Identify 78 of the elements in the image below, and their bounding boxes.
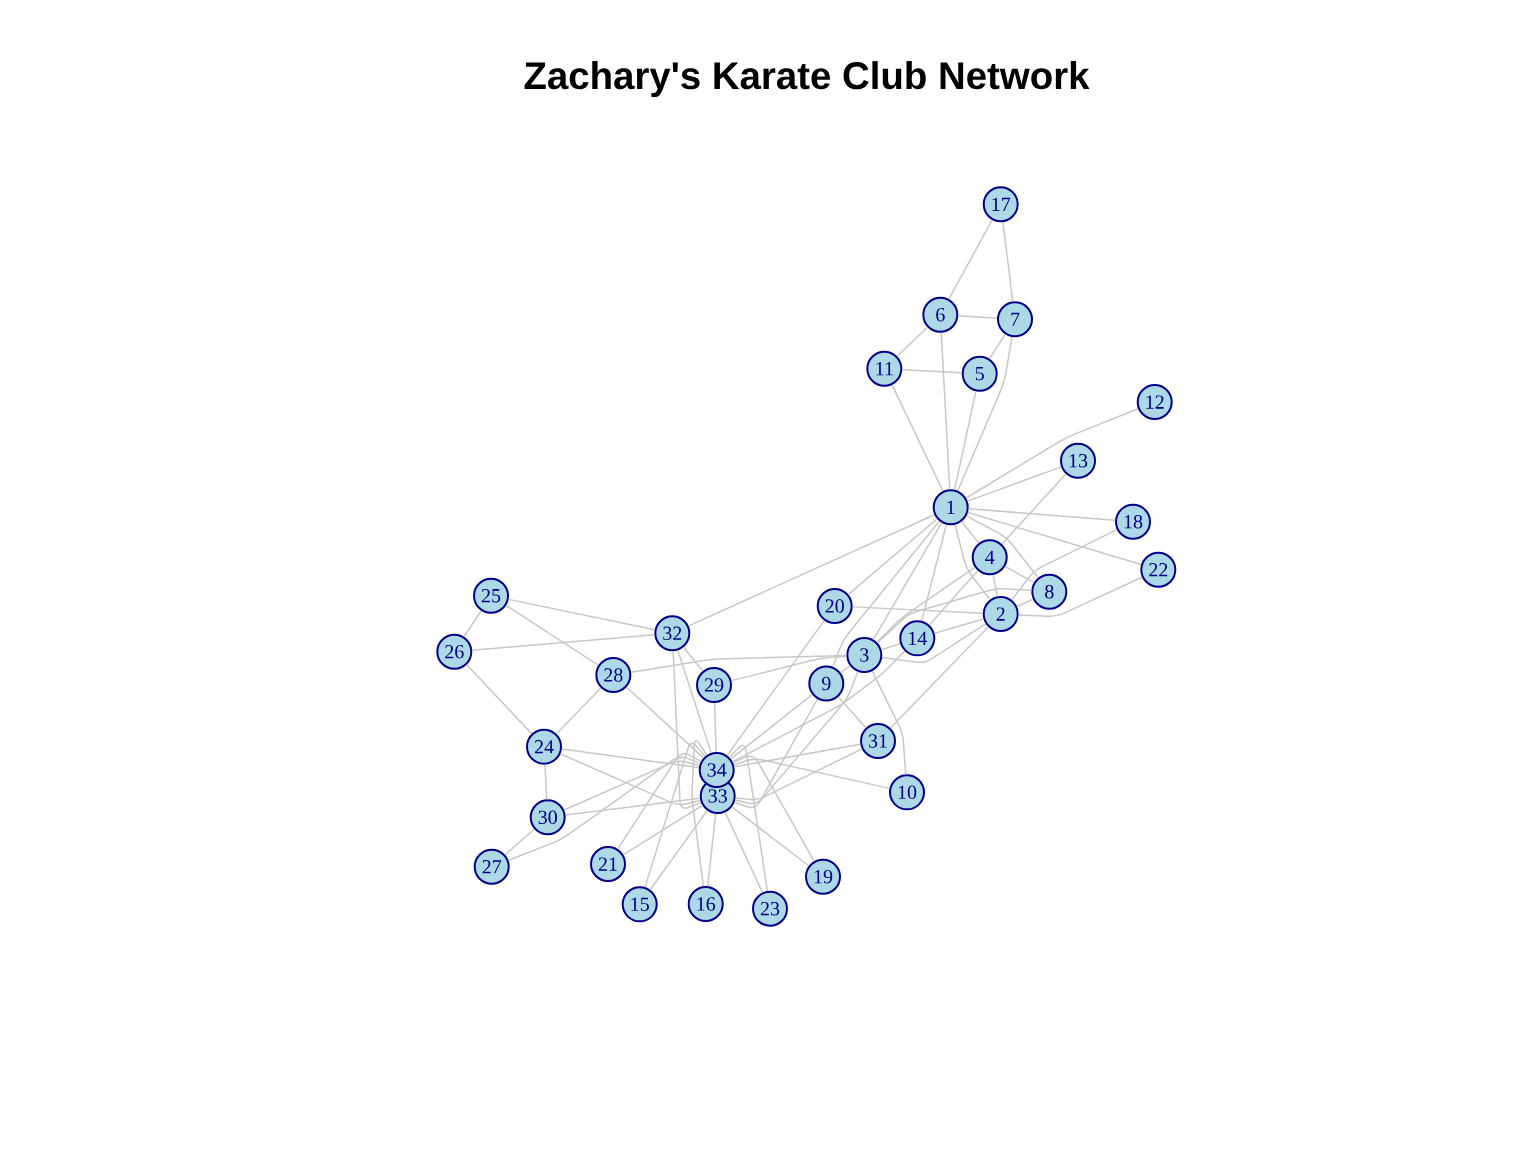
edge-line (876, 588, 1033, 644)
edge-line (948, 219, 993, 300)
edge-line (731, 650, 906, 763)
edge-line (1001, 473, 1067, 545)
edge-line (967, 511, 1142, 566)
edge-line (1017, 576, 1143, 618)
edge-line (672, 650, 702, 809)
edge-line (677, 649, 712, 754)
edge-line (871, 670, 907, 776)
edge-line (957, 315, 998, 319)
edge-line (706, 813, 717, 887)
edge-line (561, 748, 700, 769)
edge-line (953, 390, 977, 491)
edge-line (730, 693, 813, 760)
edge-line (891, 384, 944, 492)
edge-line (563, 760, 701, 811)
edge-line (731, 806, 810, 867)
edge-line (649, 809, 708, 891)
edge-line (734, 748, 863, 801)
edge-line (901, 368, 963, 374)
edge-line (733, 698, 819, 809)
edge-line (1004, 565, 1035, 584)
edge-line (881, 623, 987, 663)
edge-line (630, 654, 848, 673)
edge-line (733, 758, 891, 790)
edge-line (682, 646, 704, 672)
edge-line (966, 466, 1062, 502)
edge-line (896, 326, 929, 357)
edge-line (726, 619, 825, 757)
edge-line (940, 331, 951, 491)
edge-line (471, 634, 656, 651)
edge-line (724, 811, 764, 894)
edge-line (507, 756, 701, 861)
edge-line (687, 514, 936, 627)
edge-line (505, 604, 599, 666)
edge-line (1002, 221, 1014, 303)
edge-line (961, 520, 980, 544)
edge-line (992, 574, 999, 598)
edge-line (564, 797, 701, 816)
edge-line (928, 570, 979, 626)
edge-line (837, 696, 867, 729)
edge-line (713, 702, 717, 753)
edge-line (728, 744, 769, 892)
edge-line (691, 740, 708, 887)
title: Zachary's Karate Club Network (524, 61, 1090, 97)
edge-line (965, 515, 1039, 579)
edge-line (622, 804, 704, 856)
edge-line (544, 763, 548, 801)
edge-line (625, 686, 705, 759)
edge-line (889, 626, 989, 729)
edge-line (1010, 528, 1118, 601)
edge-line (967, 508, 1116, 522)
edge-line (732, 755, 815, 862)
edge-line (880, 642, 901, 651)
edge-line (965, 407, 1139, 499)
edge-line (851, 606, 984, 614)
edge-line (465, 664, 533, 735)
edge-line (988, 333, 1006, 360)
edge-line (644, 742, 706, 888)
edge-line (921, 524, 947, 622)
edge-line (872, 522, 943, 641)
edge-line (954, 524, 991, 601)
edge-line (839, 665, 851, 674)
edge-line (832, 520, 941, 668)
edge-line (463, 610, 482, 638)
edge-line (876, 566, 976, 643)
edge-line (957, 336, 1013, 492)
edge-line (847, 518, 938, 596)
edge-line (730, 655, 848, 682)
edge-line (933, 618, 985, 635)
edge-line (617, 752, 702, 850)
edge-line (734, 671, 859, 805)
edge-line (507, 598, 656, 631)
edge-line (559, 753, 701, 806)
edge-line (733, 743, 862, 768)
edge-line (1016, 598, 1034, 608)
edge-line (504, 828, 535, 856)
edge-line (555, 687, 602, 735)
